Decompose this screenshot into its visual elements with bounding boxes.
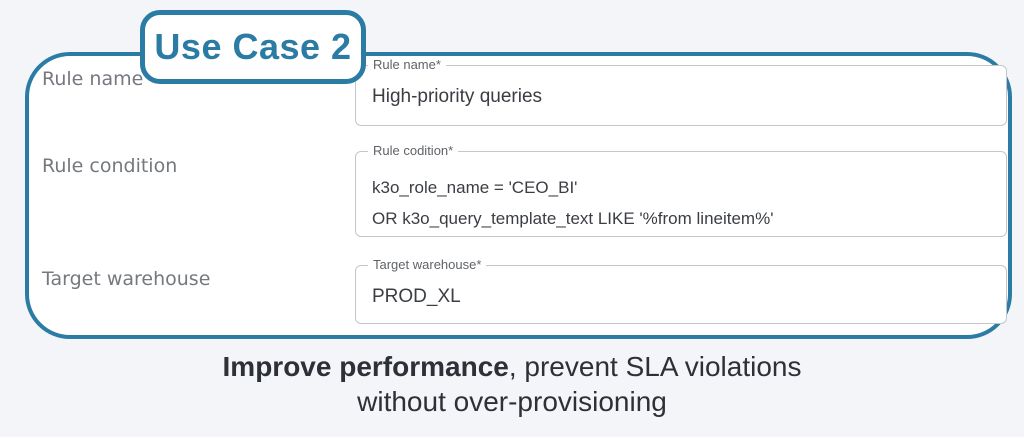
caption-line-1: Improve performance, prevent SLA violati… — [0, 349, 1024, 384]
rule-condition-value-line-1: k3o_role_name = 'CEO_BI' — [372, 178, 578, 197]
caption: Improve performance, prevent SLA violati… — [0, 349, 1024, 419]
row-label-rule-name: Rule name — [42, 68, 144, 90]
use-case-badge-label: Use Case 2 — [154, 26, 352, 67]
row-label-rule-condition: Rule condition — [42, 155, 178, 177]
use-case-badge: Use Case 2 — [140, 10, 366, 84]
caption-rest-text: , prevent SLA violations — [508, 351, 802, 382]
target-warehouse-field-label: Target warehouse* — [368, 257, 487, 272]
caption-bold-text: Improve performance — [222, 351, 509, 382]
rule-condition-field-label: Rule codition* — [368, 143, 459, 158]
row-label-target-warehouse: Target warehouse — [42, 268, 211, 290]
rule-condition-value-line-2: OR k3o_query_template_text LIKE '%from l… — [372, 209, 774, 228]
rule-name-field-value: High-priority queries — [372, 86, 543, 107]
rule-name-field-label: Rule name* — [368, 57, 446, 72]
rule-condition-field[interactable]: Rule codition* k3o_role_name = 'CEO_BI' … — [355, 143, 1007, 237]
target-warehouse-field[interactable]: Target warehouse* PROD_XL — [355, 257, 1007, 324]
rule-name-field[interactable]: Rule name* High-priority queries — [355, 57, 1007, 126]
target-warehouse-field-value: PROD_XL — [372, 286, 461, 307]
caption-line-2: without over-provisioning — [357, 386, 667, 417]
